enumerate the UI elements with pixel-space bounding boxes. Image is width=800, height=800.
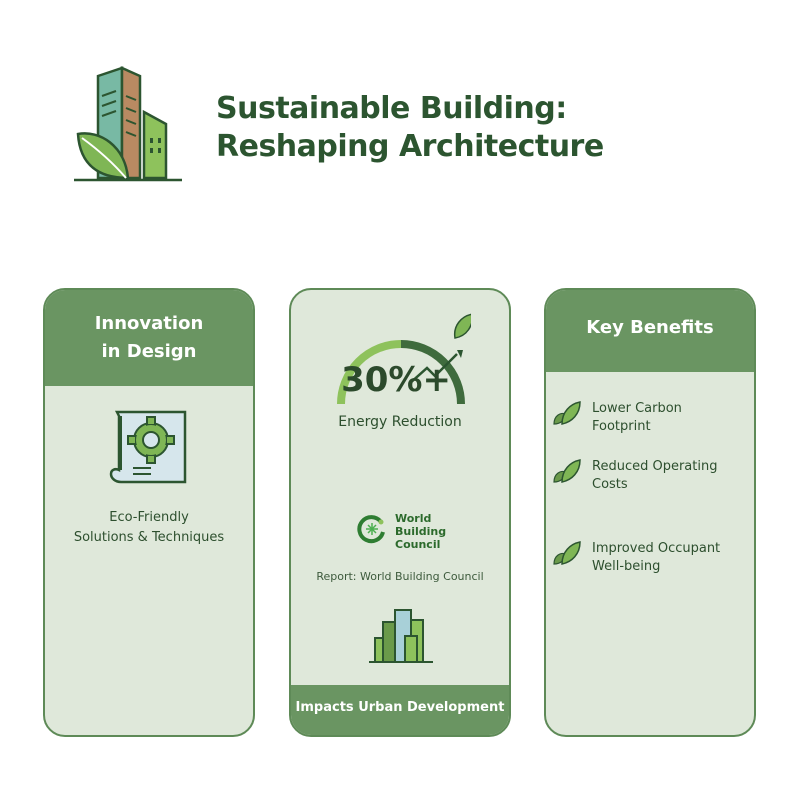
blueprint-gear-icon <box>109 410 187 484</box>
energy-label: Energy Reduction <box>338 414 462 430</box>
innovation-card: Innovation in Design Eco-Friendly Soluti… <box>43 288 255 737</box>
org-name: World Building Council <box>395 512 447 551</box>
gauge-arrow-leaf-icon <box>337 313 471 405</box>
leaf-icon <box>553 459 581 483</box>
leaf-icon <box>553 401 581 425</box>
world-building-council-logo <box>357 515 385 544</box>
card-title: Key Benefits <box>546 290 754 372</box>
page-title: Sustainable Building: Reshaping Architec… <box>216 91 604 164</box>
report-source: Report: World Building Council <box>316 570 484 583</box>
green-buildings-with-leaf-icon <box>74 66 182 182</box>
leaf-icon <box>553 541 581 565</box>
energy-value: 30%+ <box>341 360 451 400</box>
card-title: Innovation in Design <box>45 290 253 386</box>
card-footer: Impacts Urban Development <box>291 685 509 735</box>
design-description: Eco-Friendly Solutions & Techniques <box>73 510 225 545</box>
city-buildings-icon <box>369 609 433 663</box>
energy-card: 30%+ Energy Reduction World Building Cou… <box>289 288 511 737</box>
header: Sustainable Building: Reshaping Architec… <box>70 66 610 186</box>
